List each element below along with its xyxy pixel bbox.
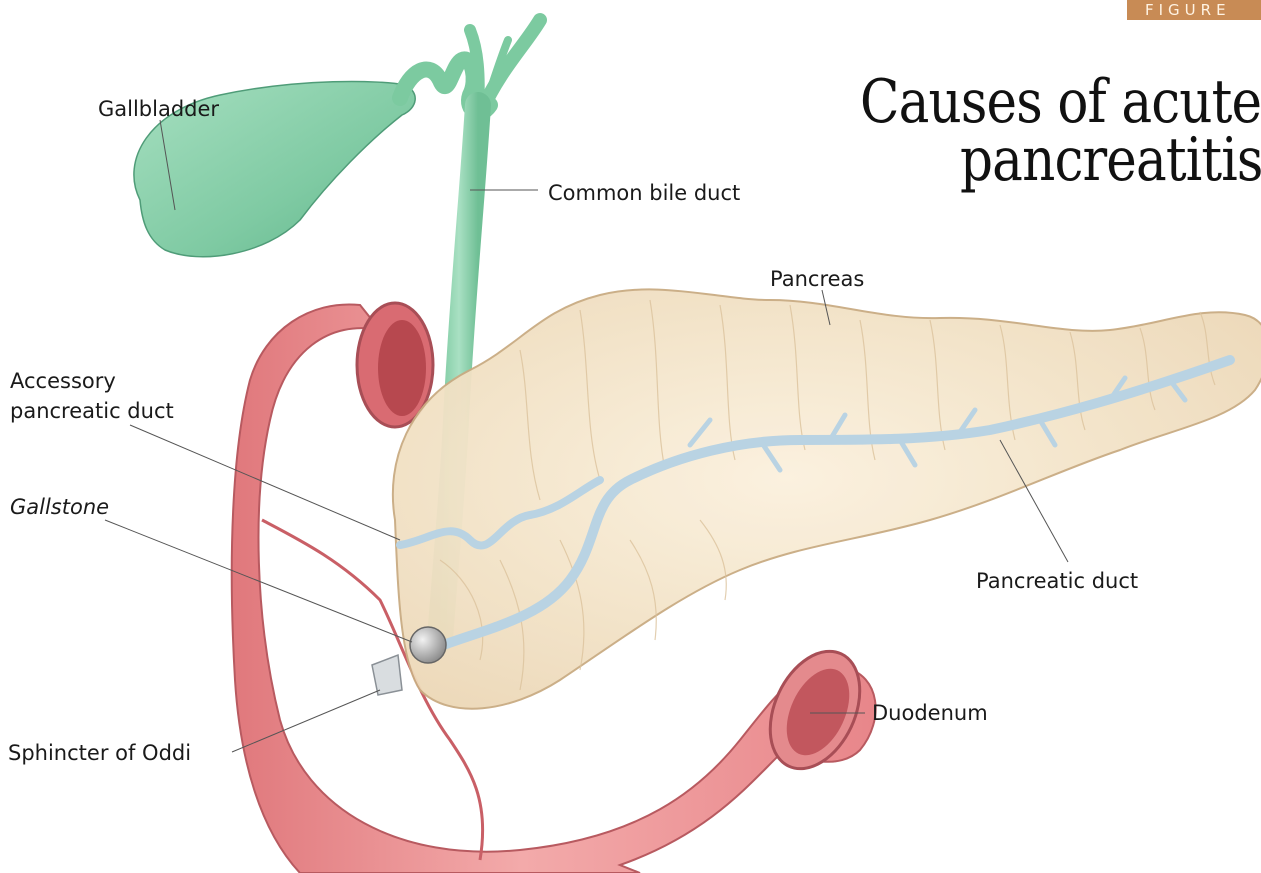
label-gallbladder: Gallbladder — [98, 96, 219, 122]
label-duodenum: Duodenum — [872, 700, 988, 726]
label-accessory-duct-line2: pancreatic duct — [10, 398, 174, 424]
pancreas-shape — [393, 289, 1261, 708]
label-common-bile-duct: Common bile duct — [548, 180, 740, 206]
figure-tab: FIGURE — [1127, 0, 1261, 20]
label-accessory-duct-line1: Accessory — [10, 368, 116, 394]
gallstone-shape — [410, 627, 446, 663]
sphincter-shape — [372, 655, 402, 695]
label-gallstone: Gallstone — [10, 494, 109, 520]
label-pancreas: Pancreas — [770, 266, 864, 292]
label-sphincter-of-oddi: Sphincter of Oddi — [8, 740, 191, 766]
title-line-1: Causes of acute — [860, 72, 1261, 132]
title-line-2: pancreatitis — [960, 130, 1261, 190]
label-pancreatic-duct: Pancreatic duct — [976, 568, 1138, 594]
